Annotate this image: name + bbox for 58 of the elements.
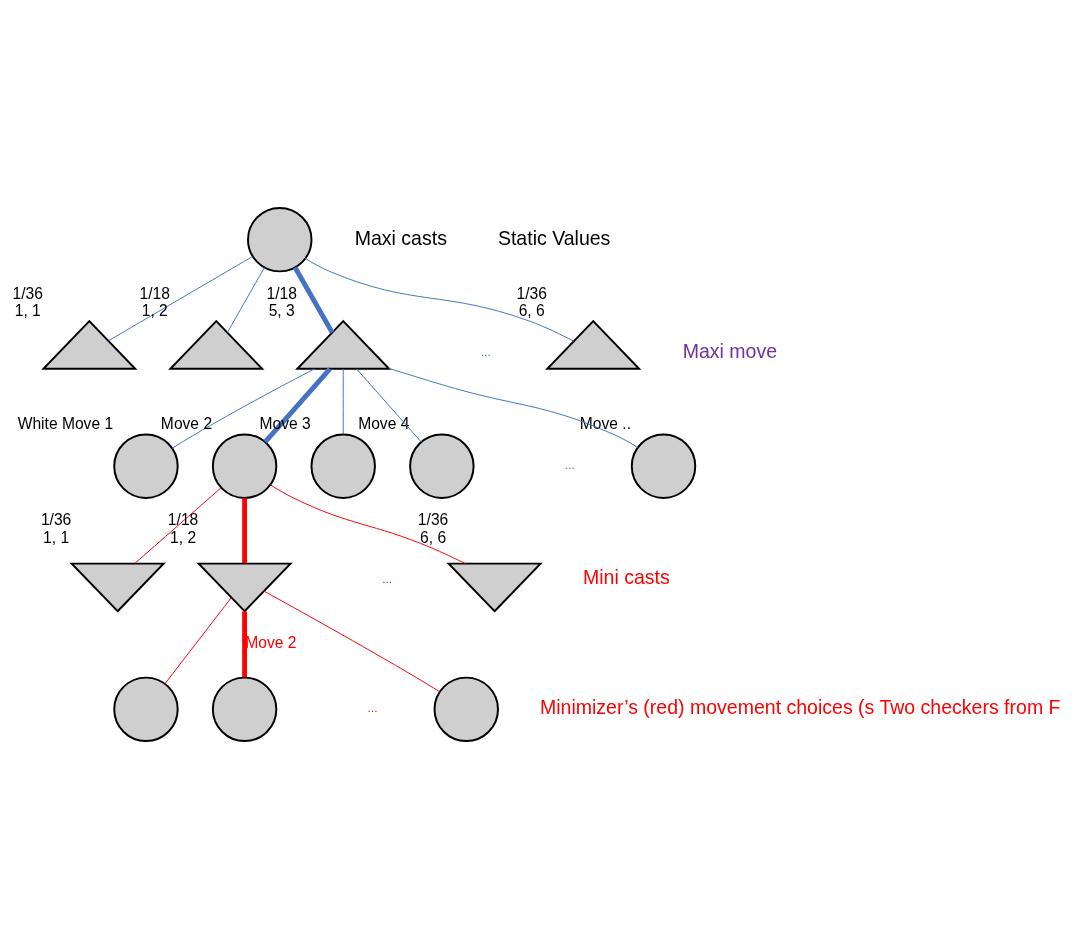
node-circle [113,433,179,499]
node-triangle [168,319,265,370]
node-triangle [41,319,138,370]
node-label: 1, 2 [170,528,197,546]
node-label: Move 2 [160,414,213,432]
label: Maxi casts [354,226,447,249]
node-label: 1/36 [40,510,72,528]
node-inverted-triangle [196,562,293,613]
label: Maxi move [682,339,778,362]
node-label: 1/18 [139,284,170,302]
connector [269,483,466,564]
node-label: 1, 1 [14,301,41,319]
node-label: 6, 6 [420,528,447,546]
connector [304,257,575,342]
node-label: 1, 1 [43,528,70,546]
label: Minimizer’s (red) movement choices (s Two checkers from F [539,695,1061,718]
node-label: 1/36 [516,284,547,302]
node-inverted-triangle [69,562,166,613]
connector [342,367,344,435]
connector [388,367,639,448]
label: ... [564,457,575,471]
connector [108,255,253,341]
node-circle [113,676,179,742]
node-circle [433,676,499,742]
node-circle [211,433,278,499]
connector [226,266,265,333]
node-circle [310,433,376,499]
node-inverted-triangle [446,562,543,613]
connector [263,366,332,444]
connector [293,265,335,334]
node-label: 1/36 [12,284,43,302]
label: Mini casts [583,565,670,588]
label: ... [367,700,378,714]
connector [242,497,248,563]
node-label: 5, 3 [268,301,295,319]
node-label: 1, 2 [141,301,168,319]
node-circle [409,433,475,499]
connector [164,596,232,684]
connector [242,610,248,677]
node-label: Move .. [579,414,632,432]
node-circle [630,433,697,499]
node-triangle [295,319,392,370]
label: ... [480,344,491,358]
connector [263,590,441,692]
node-label: 1/18 [266,284,297,302]
node-circle [211,676,278,742]
edge-label: Move 2 [245,633,297,651]
node-label: 6, 6 [518,301,545,319]
connector [356,367,422,442]
connector [134,486,222,564]
node-circle [247,206,313,272]
node-label: White Move 1 [17,414,114,432]
node-label: 1/36 [417,510,449,528]
label: Static Values [497,226,611,249]
node-triangle [545,319,642,370]
node-label: Move 4 [358,414,410,432]
label: ... [382,571,393,584]
connector [171,367,315,449]
